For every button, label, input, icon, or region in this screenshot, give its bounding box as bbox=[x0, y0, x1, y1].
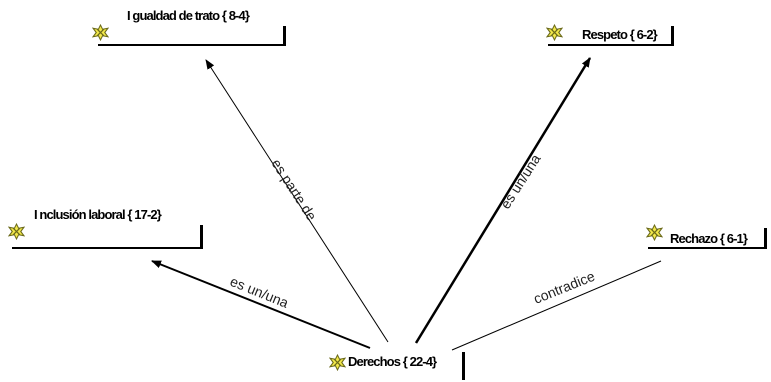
code-icon bbox=[92, 24, 109, 41]
node-underline bbox=[12, 247, 202, 249]
edge-label-es-un-una-inclusion: es un/una bbox=[228, 273, 291, 311]
node-side-bar bbox=[283, 26, 286, 46]
code-icon bbox=[8, 223, 25, 240]
edge-label-es-un-una-respeto: es un/una bbox=[497, 151, 544, 212]
node-side-bar bbox=[764, 228, 767, 249]
node-label-respeto: Respeto { 6-2} bbox=[582, 27, 658, 42]
node-underline bbox=[548, 44, 673, 46]
node-side-bar bbox=[671, 26, 674, 46]
edge-label-contradice: contradice bbox=[531, 268, 597, 307]
code-icon bbox=[546, 24, 563, 41]
node-side-bar bbox=[462, 352, 465, 380]
edge-to-respeto: es un/una bbox=[414, 57, 592, 344]
edge-to-rechazo: contradice bbox=[451, 260, 662, 351]
node-underline bbox=[98, 44, 285, 46]
node-label-igualdad-de-trato: I gualdad de trato { 8-4} bbox=[127, 8, 250, 23]
edge-to-inclusion: es un/una bbox=[151, 260, 371, 349]
edge-label-es-parte-de: es parte de bbox=[268, 156, 320, 224]
edge-to-igualdad: es parte de bbox=[205, 59, 389, 343]
node-underline bbox=[648, 247, 767, 249]
node-igualdad-de-trato[interactable]: I gualdad de trato { 8-4} bbox=[92, 8, 286, 46]
node-rechazo[interactable]: Rechazo { 6-1} bbox=[646, 224, 767, 249]
node-inclusion-laboral[interactable]: I nclusión laboral { 17-2} bbox=[8, 207, 203, 249]
code-icon bbox=[646, 224, 663, 241]
node-side-bar bbox=[200, 225, 203, 249]
node-label-inclusion-laboral: I nclusión laboral { 17-2} bbox=[34, 207, 162, 222]
node-derechos[interactable]: Derechos { 22-4} bbox=[329, 352, 465, 380]
node-label-rechazo: Rechazo { 6-1} bbox=[670, 231, 748, 246]
node-label-derechos: Derechos { 22-4} bbox=[348, 354, 437, 369]
code-icon bbox=[329, 354, 346, 371]
node-respeto[interactable]: Respeto { 6-2} bbox=[546, 24, 674, 46]
